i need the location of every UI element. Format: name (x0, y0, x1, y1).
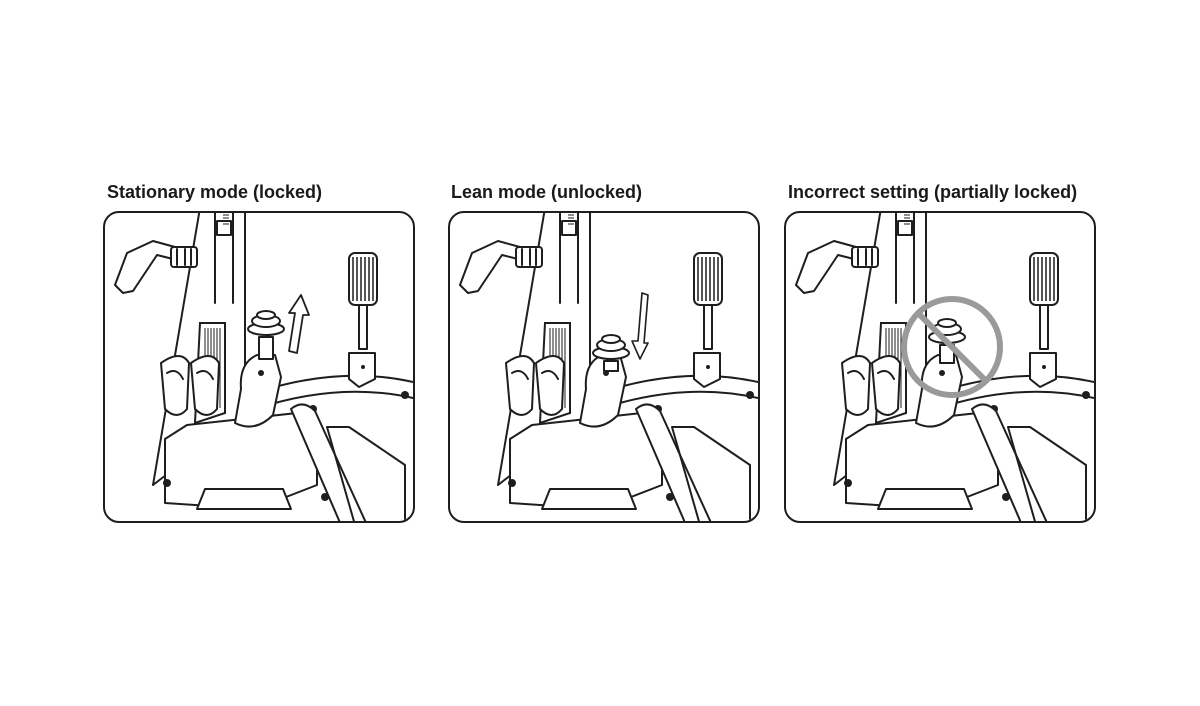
panel-stationary-mode (103, 211, 415, 523)
lock-pin (234, 310, 285, 428)
tension-knob (693, 252, 723, 388)
quick-release-lever (795, 240, 879, 294)
quick-release-lever (114, 240, 198, 294)
bike-frame-illustration (795, 213, 1094, 521)
panel-title-stationary: Stationary mode (locked) (107, 182, 323, 202)
panel-incorrect-setting (784, 211, 1096, 523)
quick-release-lever (459, 240, 543, 294)
diagonal-strut (971, 391, 1090, 521)
panel-title-lean: Lean mode (unlocked) (451, 182, 643, 202)
lock-pin (579, 334, 630, 428)
frame-housing (844, 405, 1010, 510)
prohibited-icon (901, 296, 1003, 398)
tension-knob (1029, 252, 1059, 388)
bike-frame-illustration (459, 213, 758, 521)
frame-clamp (505, 355, 565, 416)
down-arrow-icon (631, 292, 649, 360)
bike-frame-illustration (114, 213, 413, 521)
tension-knob (348, 252, 378, 388)
diagonal-strut (290, 391, 409, 521)
diagonal-strut (635, 391, 754, 521)
panel-title-incorrect: Incorrect setting (partially locked) (788, 182, 1078, 202)
frame-clamp (160, 355, 220, 416)
up-arrow-icon (288, 294, 310, 354)
frame-clamp (841, 355, 901, 416)
panel-lean-mode (448, 211, 760, 523)
